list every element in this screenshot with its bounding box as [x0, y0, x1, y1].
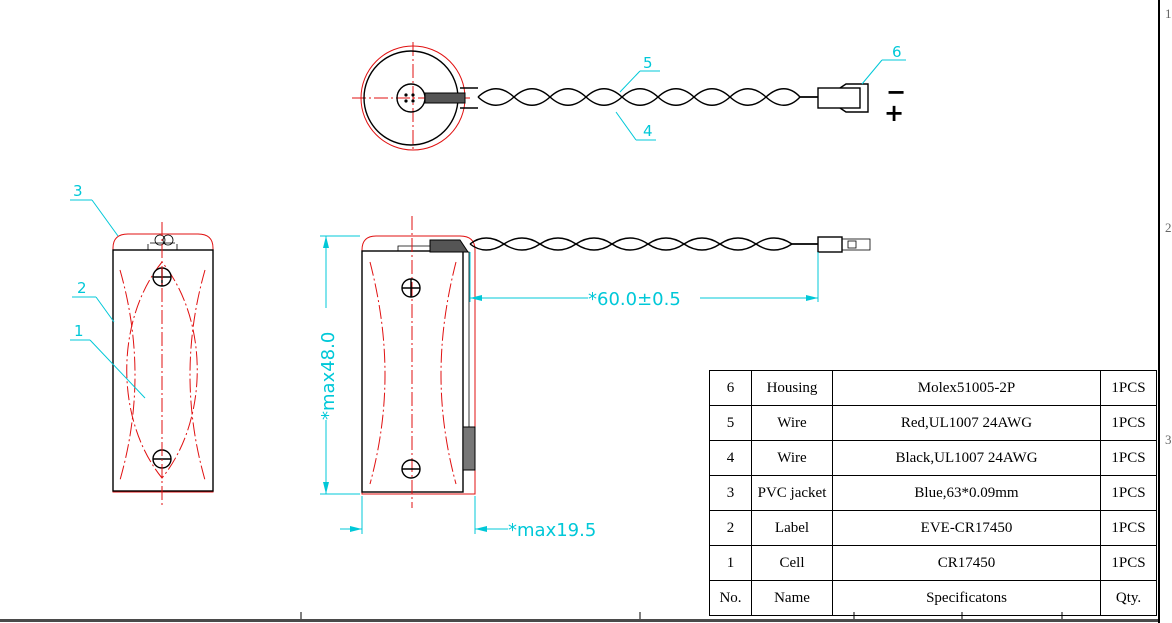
bom-row: 3 PVC jacket Blue,63*0.09mm 1PCS [709, 475, 1157, 511]
bill-of-materials: 6 Housing Molex51005-2P 1PCS 5 Wire Red,… [709, 370, 1157, 616]
bom-name: PVC jacket [751, 475, 833, 511]
bom-row: 1 Cell CR17450 1PCS [709, 545, 1157, 581]
twisted-wire-top [477, 88, 818, 106]
zone-marker-3: 3 [1165, 432, 1172, 447]
bom-spec: Blue,63*0.09mm [832, 475, 1101, 511]
side-view: *60.0±0.5 *max48.0 *max19.5 [318, 216, 871, 541]
bom-name: Label [751, 510, 833, 546]
bom-name: Cell [751, 545, 833, 581]
bom-qty: 1PCS [1100, 545, 1157, 581]
polarity-negative: − [886, 78, 906, 106]
bom-no: 1 [709, 545, 752, 581]
bom-spec: Black,UL1007 24AWG [832, 440, 1101, 476]
bom-header-spec: Specificatons [832, 580, 1101, 616]
frame-border-bottom [0, 619, 1158, 622]
bom-no: 6 [709, 370, 752, 406]
front-view: 3 2 1 [70, 182, 214, 506]
dim-height: *max48.0 [318, 332, 339, 420]
dim-width: *max19.5 [508, 520, 596, 541]
callout-6: 6 [892, 43, 902, 61]
callout-3: 3 [73, 182, 83, 200]
zone-marker-1: 1 [1165, 6, 1172, 21]
bom-spec: Red,UL1007 24AWG [832, 405, 1101, 441]
bom-qty: 1PCS [1100, 405, 1157, 441]
bom-spec: EVE-CR17450 [832, 510, 1101, 546]
polarity-positive: + [884, 99, 904, 127]
bom-spec: Molex51005-2P [832, 370, 1101, 406]
bom-name: Wire [751, 405, 833, 441]
callout-5: 5 [643, 54, 653, 72]
bom-header-row: No. Name Specificatons Qty. [709, 580, 1157, 616]
callout-2: 2 [77, 279, 87, 297]
frame-border-right [1158, 0, 1160, 623]
bom-spec: CR17450 [832, 545, 1101, 581]
zone-marker-2: 2 [1165, 220, 1172, 235]
dim-wire-length: *60.0±0.5 [588, 289, 681, 310]
bom-qty: 1PCS [1100, 370, 1157, 406]
bom-qty: 1PCS [1100, 440, 1157, 476]
bom-qty: 1PCS [1100, 510, 1157, 546]
twisted-wire-side [469, 237, 818, 251]
bom-row: 2 Label EVE-CR17450 1PCS [709, 510, 1157, 546]
callout-1: 1 [74, 322, 84, 340]
bom-name: Housing [751, 370, 833, 406]
bom-no: 5 [709, 405, 752, 441]
bom-header-no: No. [709, 580, 752, 616]
bom-no: 2 [709, 510, 752, 546]
callout-4: 4 [643, 122, 653, 140]
bom-no: 4 [709, 440, 752, 476]
bom-row: 6 Housing Molex51005-2P 1PCS [709, 370, 1157, 406]
bom-header-name: Name [751, 580, 833, 616]
bom-row: 4 Wire Black,UL1007 24AWG 1PCS [709, 440, 1157, 476]
bom-row: 5 Wire Red,UL1007 24AWG 1PCS [709, 405, 1157, 441]
bom-header-qty: Qty. [1100, 580, 1157, 616]
bom-name: Wire [751, 440, 833, 476]
top-view: 5 4 6 − + [352, 42, 906, 152]
bom-qty: 1PCS [1100, 475, 1157, 511]
bom-no: 3 [709, 475, 752, 511]
